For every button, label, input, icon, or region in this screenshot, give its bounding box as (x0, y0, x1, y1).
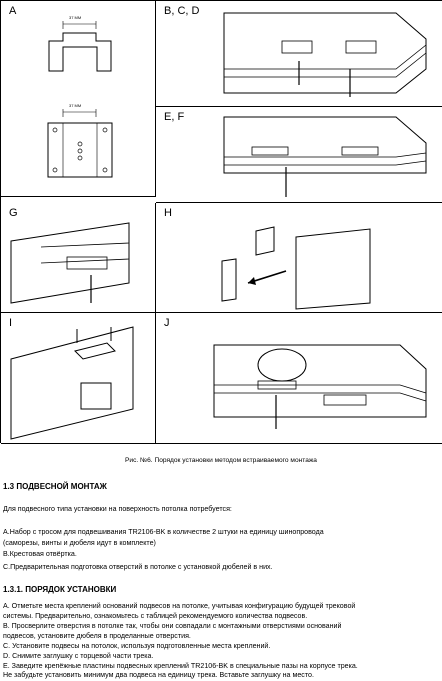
plate-insertion-drawing (10, 326, 134, 440)
panel-a-label: A (9, 5, 17, 17)
panel-i: I (1, 313, 156, 444)
section-1-3-item-a-cont: (саморезы, винты и дюбеля идут в комплек… (3, 539, 156, 547)
install-step-line: системы. Предварительно, ознакомьтесь с … (3, 612, 308, 620)
bracket-fixing-drawing (10, 222, 130, 304)
track-recess-drawing (223, 116, 427, 197)
panel-h: H (156, 203, 442, 313)
section-1-3-1-heading: 1.3.1. ПОРЯДОК УСТАНОВКИ (3, 585, 117, 594)
section-1-3-heading: 1.3 ПОДВЕСНОЙ МОНТАЖ (3, 482, 107, 491)
panel-ef-label: E, F (164, 111, 185, 123)
section-1-3-intro: Для подвесного типа установки на поверхн… (3, 505, 232, 513)
install-step-line: Не забудьте установить минимум два подве… (3, 671, 314, 679)
panel-j-label: J (164, 317, 170, 329)
panel-j: J (156, 313, 442, 444)
end-cap-drawing (221, 226, 371, 310)
section-1-3-item-c: С.Предварительная подготовка отверстий в… (3, 563, 273, 571)
panel-bcd: B, C, D (156, 1, 442, 107)
install-step-line: С. Установите подвесы на потолок, исполь… (3, 642, 271, 650)
installation-figure: A 37 MM 37 MM B, C, D (0, 0, 442, 444)
bracket-drawing (47, 21, 113, 178)
suspended-track-drawing (213, 344, 427, 429)
dimension-top: 37 MM (69, 15, 82, 20)
install-step-line: А. Отметьте места креплений оснований по… (3, 602, 356, 610)
dimension-bottom: 37 MM (69, 103, 82, 108)
panel-i-label: I (9, 317, 13, 329)
panel-h-label: H (164, 207, 172, 219)
panel-a: A 37 MM 37 MM (1, 1, 156, 197)
panel-bcd-label: B, C, D (164, 5, 200, 17)
figure-caption: Рис. №6. Порядок установки методом встра… (125, 457, 317, 464)
ceiling-mounting-drawing (223, 12, 427, 97)
section-1-3-item-a: А.Набор с тросом для подвешивания TR2106… (3, 528, 324, 536)
section-1-3-item-b: B.Крестовая отвёртка. (3, 550, 77, 558)
install-step-line: D. Снимите заглушку с торцевой части тре… (3, 652, 154, 660)
install-step-line: E. Заведите крепёжные пластины подвесных… (3, 662, 358, 670)
install-step-line: B. Просверлите отверстия в потолке так, … (3, 622, 342, 630)
install-step-line: подвесов, установите дюбеля в проделанны… (3, 632, 191, 640)
panel-g-label: G (9, 207, 18, 219)
panel-g: G (1, 203, 156, 313)
panel-ef: E, F (156, 107, 442, 203)
